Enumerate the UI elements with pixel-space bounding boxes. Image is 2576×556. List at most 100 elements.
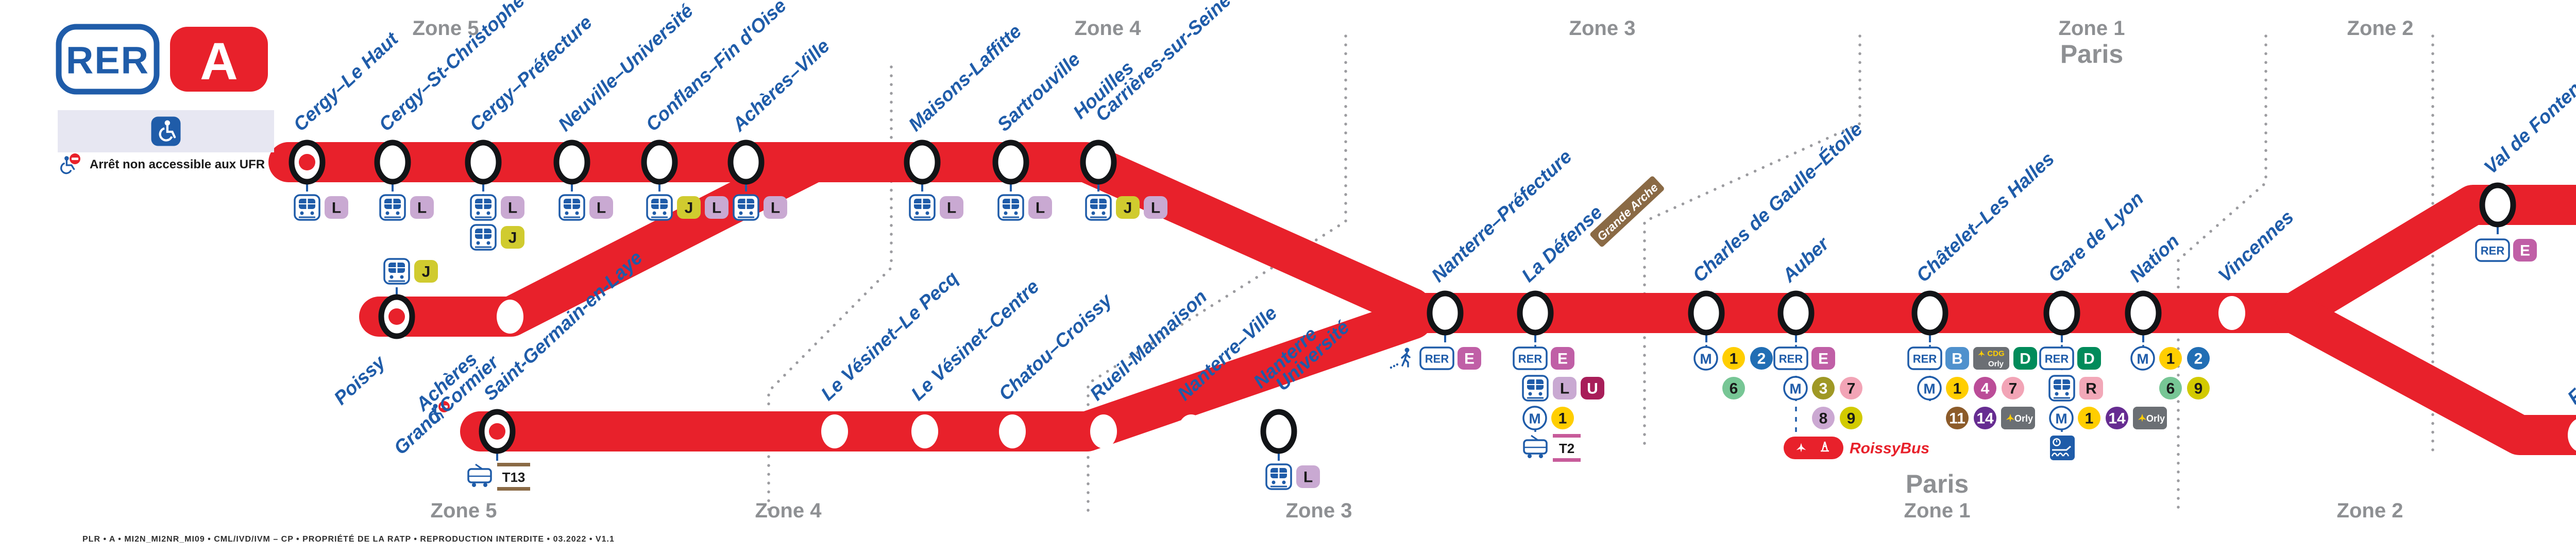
station-chatelet-les-halles[interactable] [1911, 290, 1948, 336]
metro-line-1-badge [2078, 407, 2100, 429]
metro-line-11-badge [1946, 407, 1969, 429]
rer-logo-text: RER [66, 39, 149, 82]
rer-badge [1513, 346, 1548, 370]
metro-badge [1917, 376, 1942, 401]
metro-badge [2130, 346, 2155, 371]
metro-line-1-badge [1722, 347, 1745, 370]
station-ring [374, 140, 411, 185]
station-saint-germain-en-laye[interactable] [479, 409, 516, 454]
rer-badge-label: RER [2045, 353, 2069, 366]
rer-badge [1907, 346, 1942, 370]
train-transilien-icon [2048, 375, 2075, 402]
station-la-defense[interactable] [1517, 290, 1554, 336]
metro-badge [1783, 376, 1808, 401]
station-ring [465, 140, 502, 185]
station-le-vesinet-centre[interactable] [911, 414, 938, 448]
station-acheres-ville[interactable] [727, 140, 765, 185]
airport-orly-badge [2001, 407, 2035, 429]
grande-arche-sign [1590, 176, 1664, 247]
line-badge-label: L [1036, 200, 1045, 217]
station-ring [1517, 290, 1554, 336]
metro-line-label: 6 [2166, 380, 2175, 397]
line-L-badge [410, 196, 434, 219]
station-fontenay-sous-bois[interactable] [2568, 418, 2576, 452]
metro-badge-label: M [2137, 351, 2148, 367]
station-acheres-grand-cormier[interactable] [429, 300, 523, 423]
train-transilien-icon [733, 194, 759, 221]
tram-icon [1523, 435, 1548, 459]
station-charles-de-gaulle-etoile[interactable] [1688, 290, 1725, 336]
terminus-dot [388, 308, 405, 325]
line-E-badge [1811, 347, 1835, 370]
rer-badge [2039, 346, 2074, 370]
rer-logo-box [56, 24, 160, 95]
metro-line-6-badge [1722, 377, 1745, 399]
wheelchair-icon [151, 117, 181, 146]
tram-icon [467, 463, 492, 488]
station-nanterre-prefecture[interactable] [1427, 290, 1464, 336]
station-cergy-le-haut[interactable] [289, 140, 326, 185]
station-chatou-croissy[interactable] [999, 414, 1026, 448]
train-transilien-icon [997, 194, 1024, 221]
station-conflans-fin-d-oise[interactable] [641, 140, 678, 185]
zone-label-bottom: Zone 2 [2337, 499, 2403, 522]
station-le-vesinet-le-pecq[interactable] [821, 414, 848, 448]
station-nation[interactable] [2125, 290, 2162, 336]
train-transilien-icon [1265, 463, 1292, 490]
station-poissy[interactable] [378, 294, 415, 339]
station-label: Châtelet–Les Halles [1912, 148, 2058, 286]
station-nanterre-universite[interactable] [1260, 409, 1297, 454]
station-cergy-prefecture[interactable] [465, 140, 502, 185]
metro-line-label: 1 [2166, 351, 2175, 368]
station-ring [1260, 409, 1297, 454]
line-badge-label: E [1464, 351, 1475, 368]
orly-label: Orly [2014, 413, 2033, 424]
station-dot [911, 414, 938, 448]
legend-label: Arrêt non accessible aux UFR [90, 158, 265, 171]
walking-transfer-icon [1389, 346, 1411, 370]
station-ring [992, 140, 1029, 185]
station-gare-de-lyon[interactable] [2043, 290, 2080, 336]
zone-label-bottom: Zone 5 [431, 499, 497, 522]
zone-label-top: Zone 2 [2347, 17, 2414, 40]
line-R-badge [2079, 377, 2103, 399]
station-label: Poissy [330, 351, 390, 409]
station-houilles-carrieres-sur-seine[interactable] [1080, 140, 1117, 185]
metro-line-label: 1 [2085, 410, 2094, 427]
station-maisons-laffitte[interactable] [904, 140, 941, 185]
line-J-badge [1116, 196, 1140, 219]
station-dot [821, 414, 848, 448]
station-nanterre-ville[interactable] [1178, 414, 1205, 448]
metro-line-6-badge [2159, 377, 2182, 399]
roissybus-badge [1784, 437, 1843, 459]
station-cergy-st-christophe[interactable] [374, 140, 411, 185]
line-badge-label: D [2083, 351, 2095, 368]
station-name: Fontenay-sous-Bois [2563, 268, 2576, 408]
terminus-dot [299, 154, 315, 170]
metro-line-7-badge [2002, 377, 2024, 399]
station-neuville-universite[interactable] [553, 140, 590, 185]
train-transilien-icon [558, 194, 585, 221]
station-dot [1090, 414, 1117, 448]
line-L-badge [764, 196, 787, 219]
station-name: Châtelet–Les Halles [1912, 148, 2058, 286]
station-dot [497, 300, 523, 334]
station-name: La Défense [1517, 201, 1606, 286]
T13-bar [497, 487, 530, 491]
zone-label-top: Zone 1 [2059, 17, 2125, 40]
station-label: Auber [1778, 232, 1834, 286]
station-rueil-malmaison[interactable] [1090, 414, 1117, 448]
metro-line-9-badge [1840, 407, 1862, 429]
metro-line-4-badge [1974, 377, 1996, 399]
metro-badge-label: M [2055, 411, 2067, 427]
station-sartrouville[interactable] [992, 140, 1029, 185]
station-vincennes[interactable] [2218, 296, 2245, 330]
station-val-de-fontenay[interactable] [2479, 182, 2516, 228]
metro-line-label: 1 [1558, 410, 1567, 427]
rer-badge-label: RER [2481, 245, 2505, 257]
train-transilien-icon [470, 194, 497, 221]
metro-badge [1693, 346, 1718, 371]
metro-line-9-badge [2187, 377, 2210, 399]
station-auber[interactable] [1777, 290, 1815, 336]
